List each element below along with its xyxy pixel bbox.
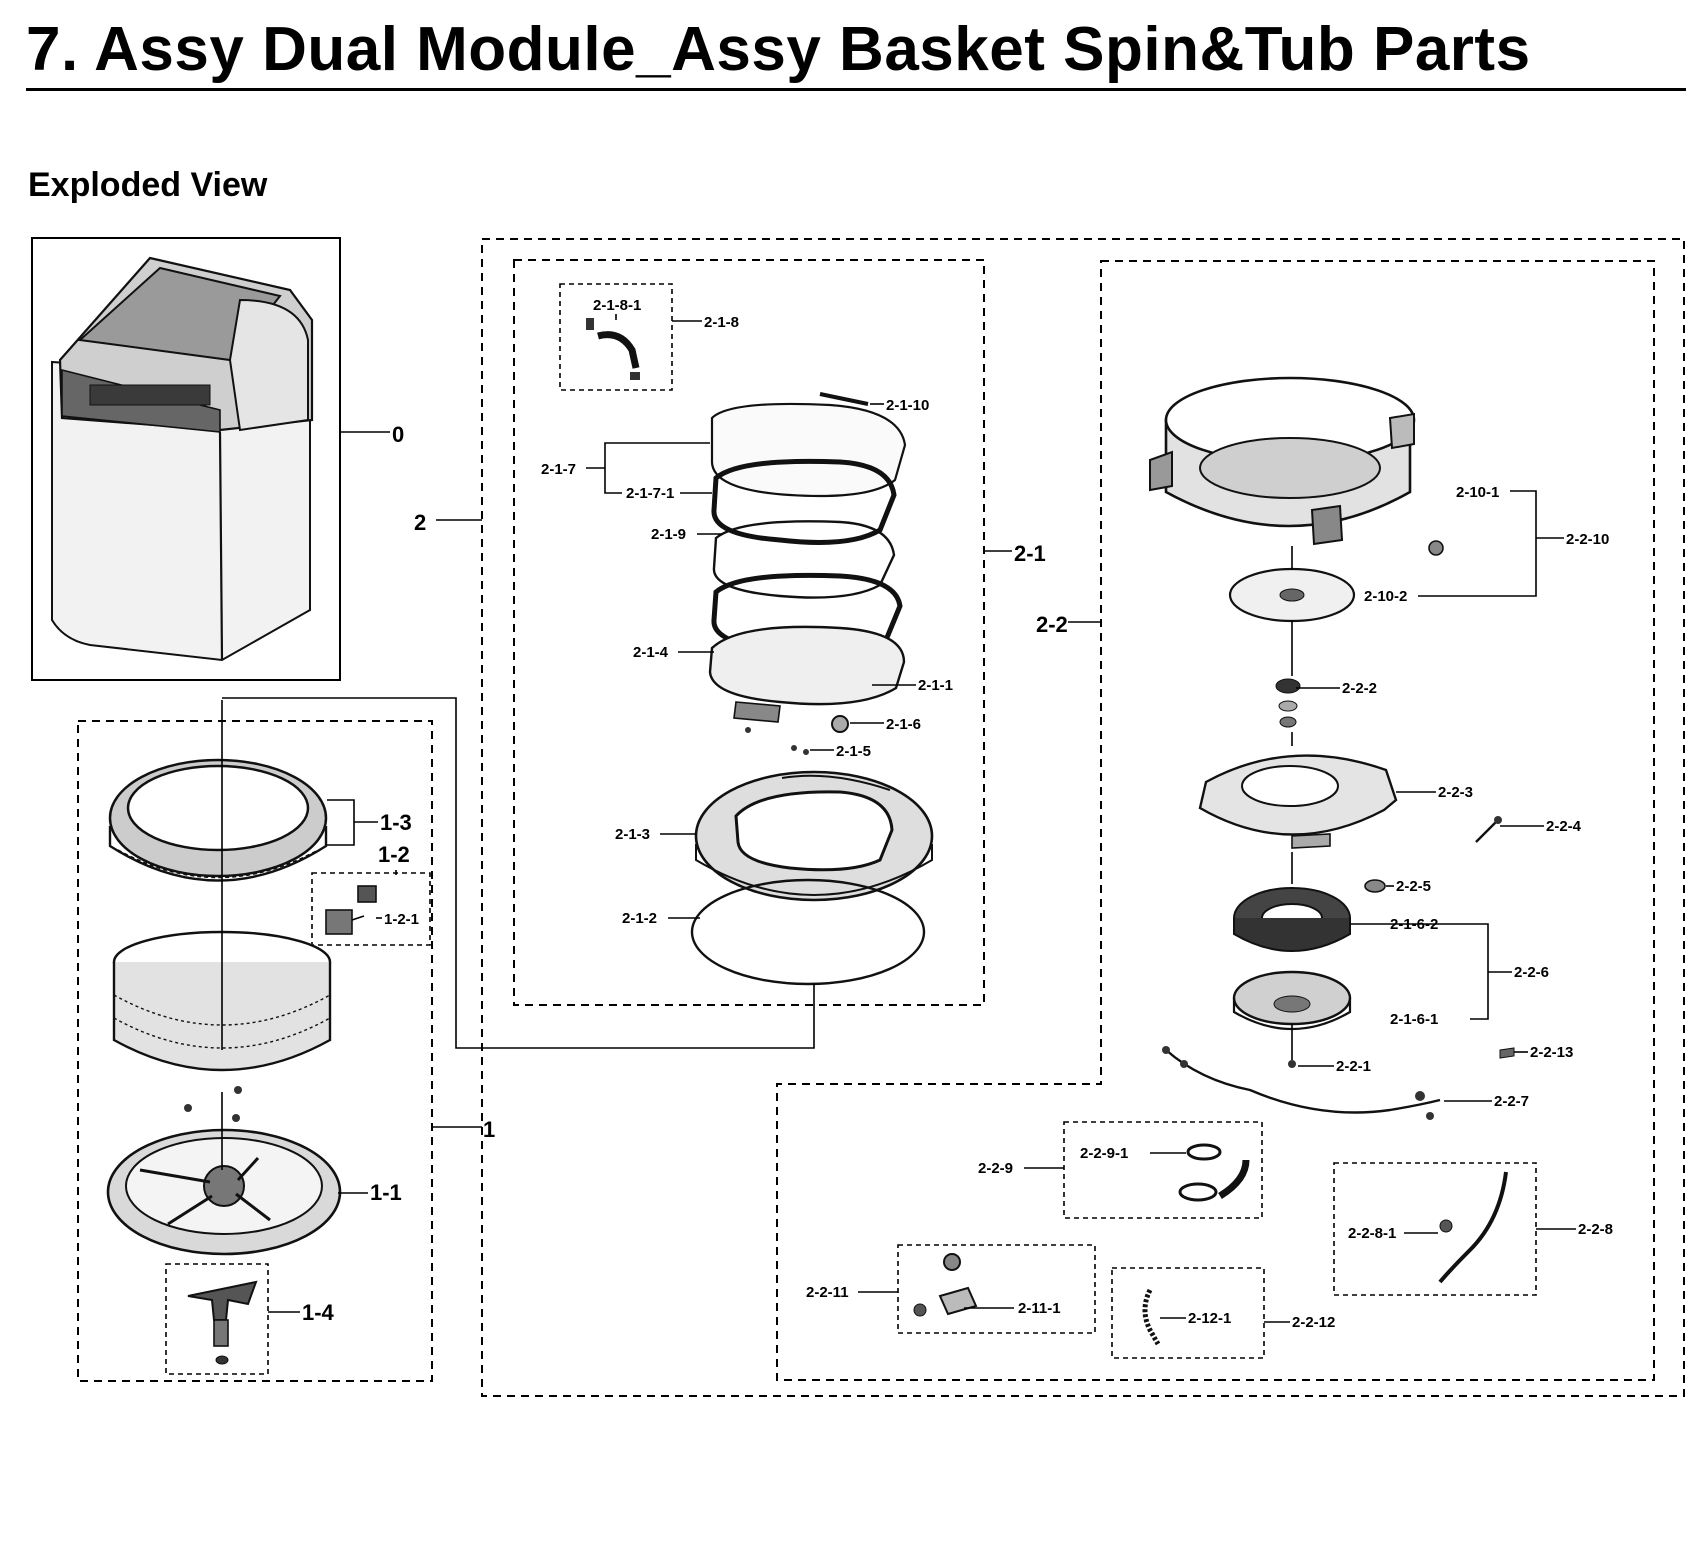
screws-group-1 <box>184 1086 242 1122</box>
label-2-1-9: 2-1-9 <box>651 526 686 543</box>
group-2-2-8-box <box>1333 1162 1537 1296</box>
group-2-2-9-box <box>1063 1121 1263 1219</box>
misc-small-2-2 <box>1288 816 1515 1068</box>
label-2-1-5: 2-1-5 <box>836 743 871 760</box>
ring-balancer-1-3 <box>108 758 328 882</box>
label-2-1-6: 2-1-6 <box>886 716 921 733</box>
label-2-2-13: 2-2-13 <box>1530 1044 1573 1061</box>
hose-2-12-1 <box>1142 1288 1161 1346</box>
hose-2-2-8 <box>1438 1171 1508 1284</box>
bracket-2-2-3 <box>1198 754 1398 849</box>
label-2-2-8-1: 2-2-8-1 <box>1348 1225 1396 1242</box>
group-2-2-11-box <box>897 1244 1096 1334</box>
label-2-1-2: 2-1-2 <box>622 910 657 927</box>
label-1-4: 1-4 <box>302 1300 335 1325</box>
label-2-1-4: 2-1-4 <box>633 644 669 661</box>
label-2-2-6: 2-2-6 <box>1514 964 1549 981</box>
rotor-2-1-6-1 <box>1232 970 1352 1031</box>
valve-2-11-1 <box>913 1253 978 1317</box>
group-1-2-box <box>311 872 431 946</box>
group-2-box <box>481 238 1685 1397</box>
leader-lines <box>268 314 1576 1323</box>
hose-2-2-9-1 <box>1178 1143 1250 1202</box>
label-2-1-8: 2-1-8 <box>704 314 739 331</box>
label-2-2-11: 2-2-11 <box>806 1284 849 1301</box>
stator-2-1-6-2 <box>1233 887 1351 952</box>
label-1-1: 1-1 <box>370 1180 402 1205</box>
washer-cabinet-box <box>31 237 341 681</box>
tub-bottom-2-10-2 <box>1228 540 1444 623</box>
group-1-4-box <box>165 1263 269 1375</box>
label-1-2: 1-2 <box>378 842 410 867</box>
label-2-2-8: 2-2-8 <box>1578 1221 1613 1238</box>
wire-harness-2-2-7 <box>1162 1046 1441 1120</box>
label-2-1-1: 2-1-1 <box>918 677 953 694</box>
tub-2-10-1 <box>1149 376 1416 546</box>
label-2-2: 2-2 <box>1036 612 1068 637</box>
tub-cover-2-1-3 <box>694 770 934 902</box>
label-2-1-10: 2-1-10 <box>886 397 929 414</box>
label-2-2-10: 2-2-10 <box>1566 531 1609 548</box>
lid-glass-2-1-7 <box>710 402 907 498</box>
label-2-2-5: 2-2-5 <box>1396 878 1431 895</box>
title-underline <box>26 88 1686 91</box>
label-2-2-1: 2-2-1 <box>1336 1058 1371 1075</box>
label-2-11-1: 2-11-1 <box>1018 1300 1061 1317</box>
label-1: 1 <box>483 1117 495 1142</box>
group-2-1-8-box <box>559 283 673 391</box>
label-2-10-1: 2-10-1 <box>1456 484 1499 501</box>
assembly-link-line <box>222 697 815 1049</box>
label-2-1-6-1: 2-1-6-1 <box>1390 1011 1438 1028</box>
page-title: 7. Assy Dual Module_Assy Basket Spin&Tub… <box>26 15 1531 84</box>
label-2-1-7: 2-1-7 <box>541 461 576 478</box>
label-2-10-2: 2-10-2 <box>1364 588 1407 605</box>
label-2-1-3: 2-1-3 <box>615 826 650 843</box>
label-2-12-1: 2-12-1 <box>1188 1310 1231 1327</box>
label-2-2-9: 2-2-9 <box>978 1160 1013 1177</box>
label-2-1-8-1: 2-1-8-1 <box>593 297 641 314</box>
label-2-1-7-1: 2-1-7-1 <box>626 485 674 502</box>
label-0: 0 <box>392 422 404 447</box>
flange-shaft-1-4 <box>187 1280 258 1365</box>
section-subtitle: Exploded View <box>28 166 268 204</box>
part-labels: 0 2 1 2-1 2-2 1-3 1-2 1-2-1 1-1 1-4 2-1-… <box>302 297 1613 1331</box>
group-2-2-12-box <box>1111 1267 1265 1359</box>
label-2-1: 2-1 <box>1014 541 1046 566</box>
label-2-2-7: 2-2-7 <box>1494 1093 1529 1110</box>
hall-sensor-1-2-1 <box>325 885 377 935</box>
label-2-2-4: 2-2-4 <box>1546 818 1582 835</box>
label-1-2-1: 1-2-1 <box>384 911 419 928</box>
packing-ring-2-1-2 <box>690 878 926 986</box>
label-2-2-9-1: 2-2-9-1 <box>1080 1145 1128 1162</box>
basket-bottom-1-1 <box>106 1128 342 1256</box>
lid-frames <box>708 458 906 706</box>
group-2-2-box <box>776 260 1655 1381</box>
small-parts-2-1 <box>586 318 869 755</box>
group-2-1-box <box>513 259 985 1006</box>
label-2-2-12: 2-2-12 <box>1292 1314 1335 1331</box>
washer-cabinet-drawing <box>51 256 314 662</box>
label-2: 2 <box>414 510 426 535</box>
label-2-2-2: 2-2-2 <box>1342 680 1377 697</box>
label-2-1-6-2: 2-1-6-2 <box>1390 916 1438 933</box>
bearing-parts-2-2-2 <box>1275 678 1301 728</box>
label-1-3: 1-3 <box>380 810 412 835</box>
group-1-box <box>77 720 433 1382</box>
label-2-2-3: 2-2-3 <box>1438 784 1473 801</box>
